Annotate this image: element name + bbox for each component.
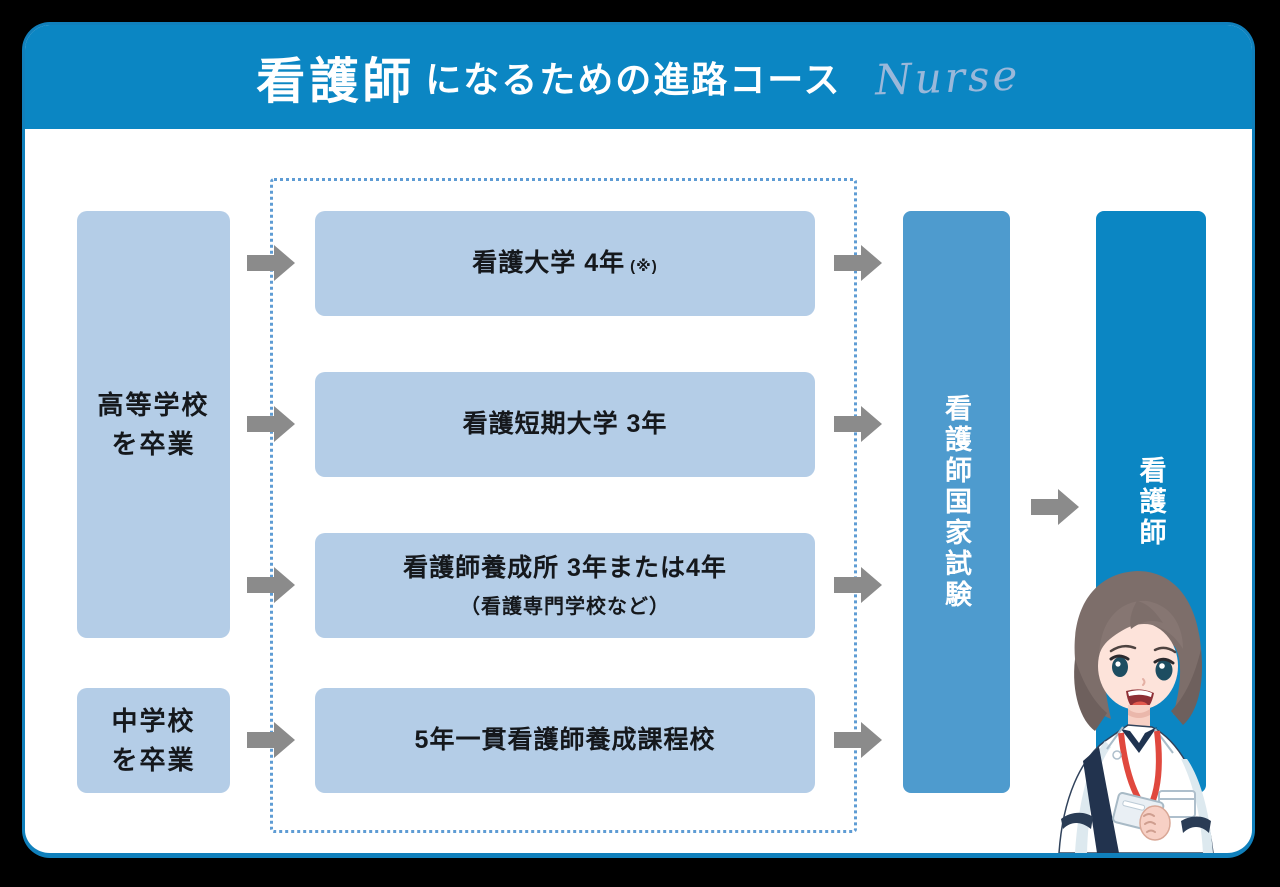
header-bar: 看護師 になるための進路コース Nurse (25, 25, 1252, 129)
node-juniorhigh-graduate: 中学校 を卒業 (77, 688, 230, 793)
node-label-line: 中学校 (111, 705, 196, 736)
footnote-marker: (※) (630, 258, 658, 276)
node-label-vertical: 看護師 (1135, 455, 1166, 549)
node-nursing-junior-college: 看護短期大学 3年 (315, 372, 815, 477)
node-label-line: を卒業 (111, 744, 196, 775)
node-label-line: 高等学校 (97, 389, 210, 420)
flow-arrow-icon (246, 243, 296, 283)
nurse-character-illustration (1031, 563, 1243, 853)
flow-arrow-icon (833, 720, 883, 760)
node-label: 看護大学 4年(※) (472, 249, 658, 278)
flow-arrow-icon (833, 404, 883, 444)
node-nursing-university: 看護大学 4年(※) (315, 211, 815, 316)
node-highschool-graduate: 高等学校 を卒業 (77, 211, 230, 638)
flow-arrow-icon (833, 565, 883, 605)
flow-arrow-icon (833, 243, 883, 283)
node-label-vertical: 看護師国家試験 (941, 393, 971, 611)
page-title-main: 看護師 (256, 54, 416, 109)
page-title-rest: になるための進路コース (425, 59, 842, 100)
node-national-exam: 看護師国家試験 (903, 211, 1010, 793)
infographic-card: 看護師 になるための進路コース Nurse 高等学校 を卒業 中学校 を卒業 看… (22, 22, 1255, 858)
school-options-outline (270, 178, 857, 833)
node-five-year-program: 5年一貫看護師養成課程校 (315, 688, 815, 793)
node-label: 5年一貫看護師養成課程校 (414, 726, 716, 755)
page-title-script: Nurse (874, 49, 1022, 105)
flow-arrow-icon (246, 404, 296, 444)
node-nurse-training-school: 看護師養成所 3年または4年 （看護専門学校など） (315, 533, 815, 638)
flow-arrow-icon (246, 720, 296, 760)
node-sublabel: （看護専門学校など） (460, 596, 670, 619)
node-label-line: を卒業 (111, 428, 196, 459)
flow-arrow-icon (246, 565, 296, 605)
flow-arrow-icon (1030, 487, 1080, 527)
node-label: 看護師養成所 3年または4年 (403, 553, 727, 582)
node-label: 看護短期大学 3年 (462, 410, 668, 439)
